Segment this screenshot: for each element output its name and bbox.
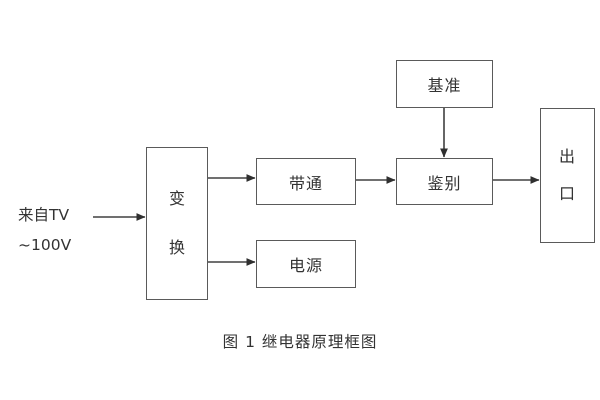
block-bandpass[interactable]: 带通 xyxy=(256,158,356,205)
source-signal-label: 来自TV ~100V xyxy=(18,200,71,260)
source-signal-line1: 来自TV xyxy=(18,206,70,224)
block-converter-char2: 换 xyxy=(168,238,185,258)
block-discriminator[interactable]: 鉴别 xyxy=(396,158,493,205)
block-output-char2: 口 xyxy=(558,183,576,203)
block-output[interactable]: 出 口 xyxy=(540,108,595,243)
block-power-supply[interactable]: 电源 xyxy=(256,240,356,288)
block-output-char1: 出 xyxy=(558,147,576,167)
block-converter-char1: 变 xyxy=(168,188,185,208)
figure-caption: 图 1 继电器原理框图 xyxy=(222,333,378,351)
source-signal-line2: ~100V xyxy=(18,236,72,254)
block-converter[interactable]: 变 换 xyxy=(146,147,208,300)
block-reference[interactable]: 基准 xyxy=(396,60,493,108)
